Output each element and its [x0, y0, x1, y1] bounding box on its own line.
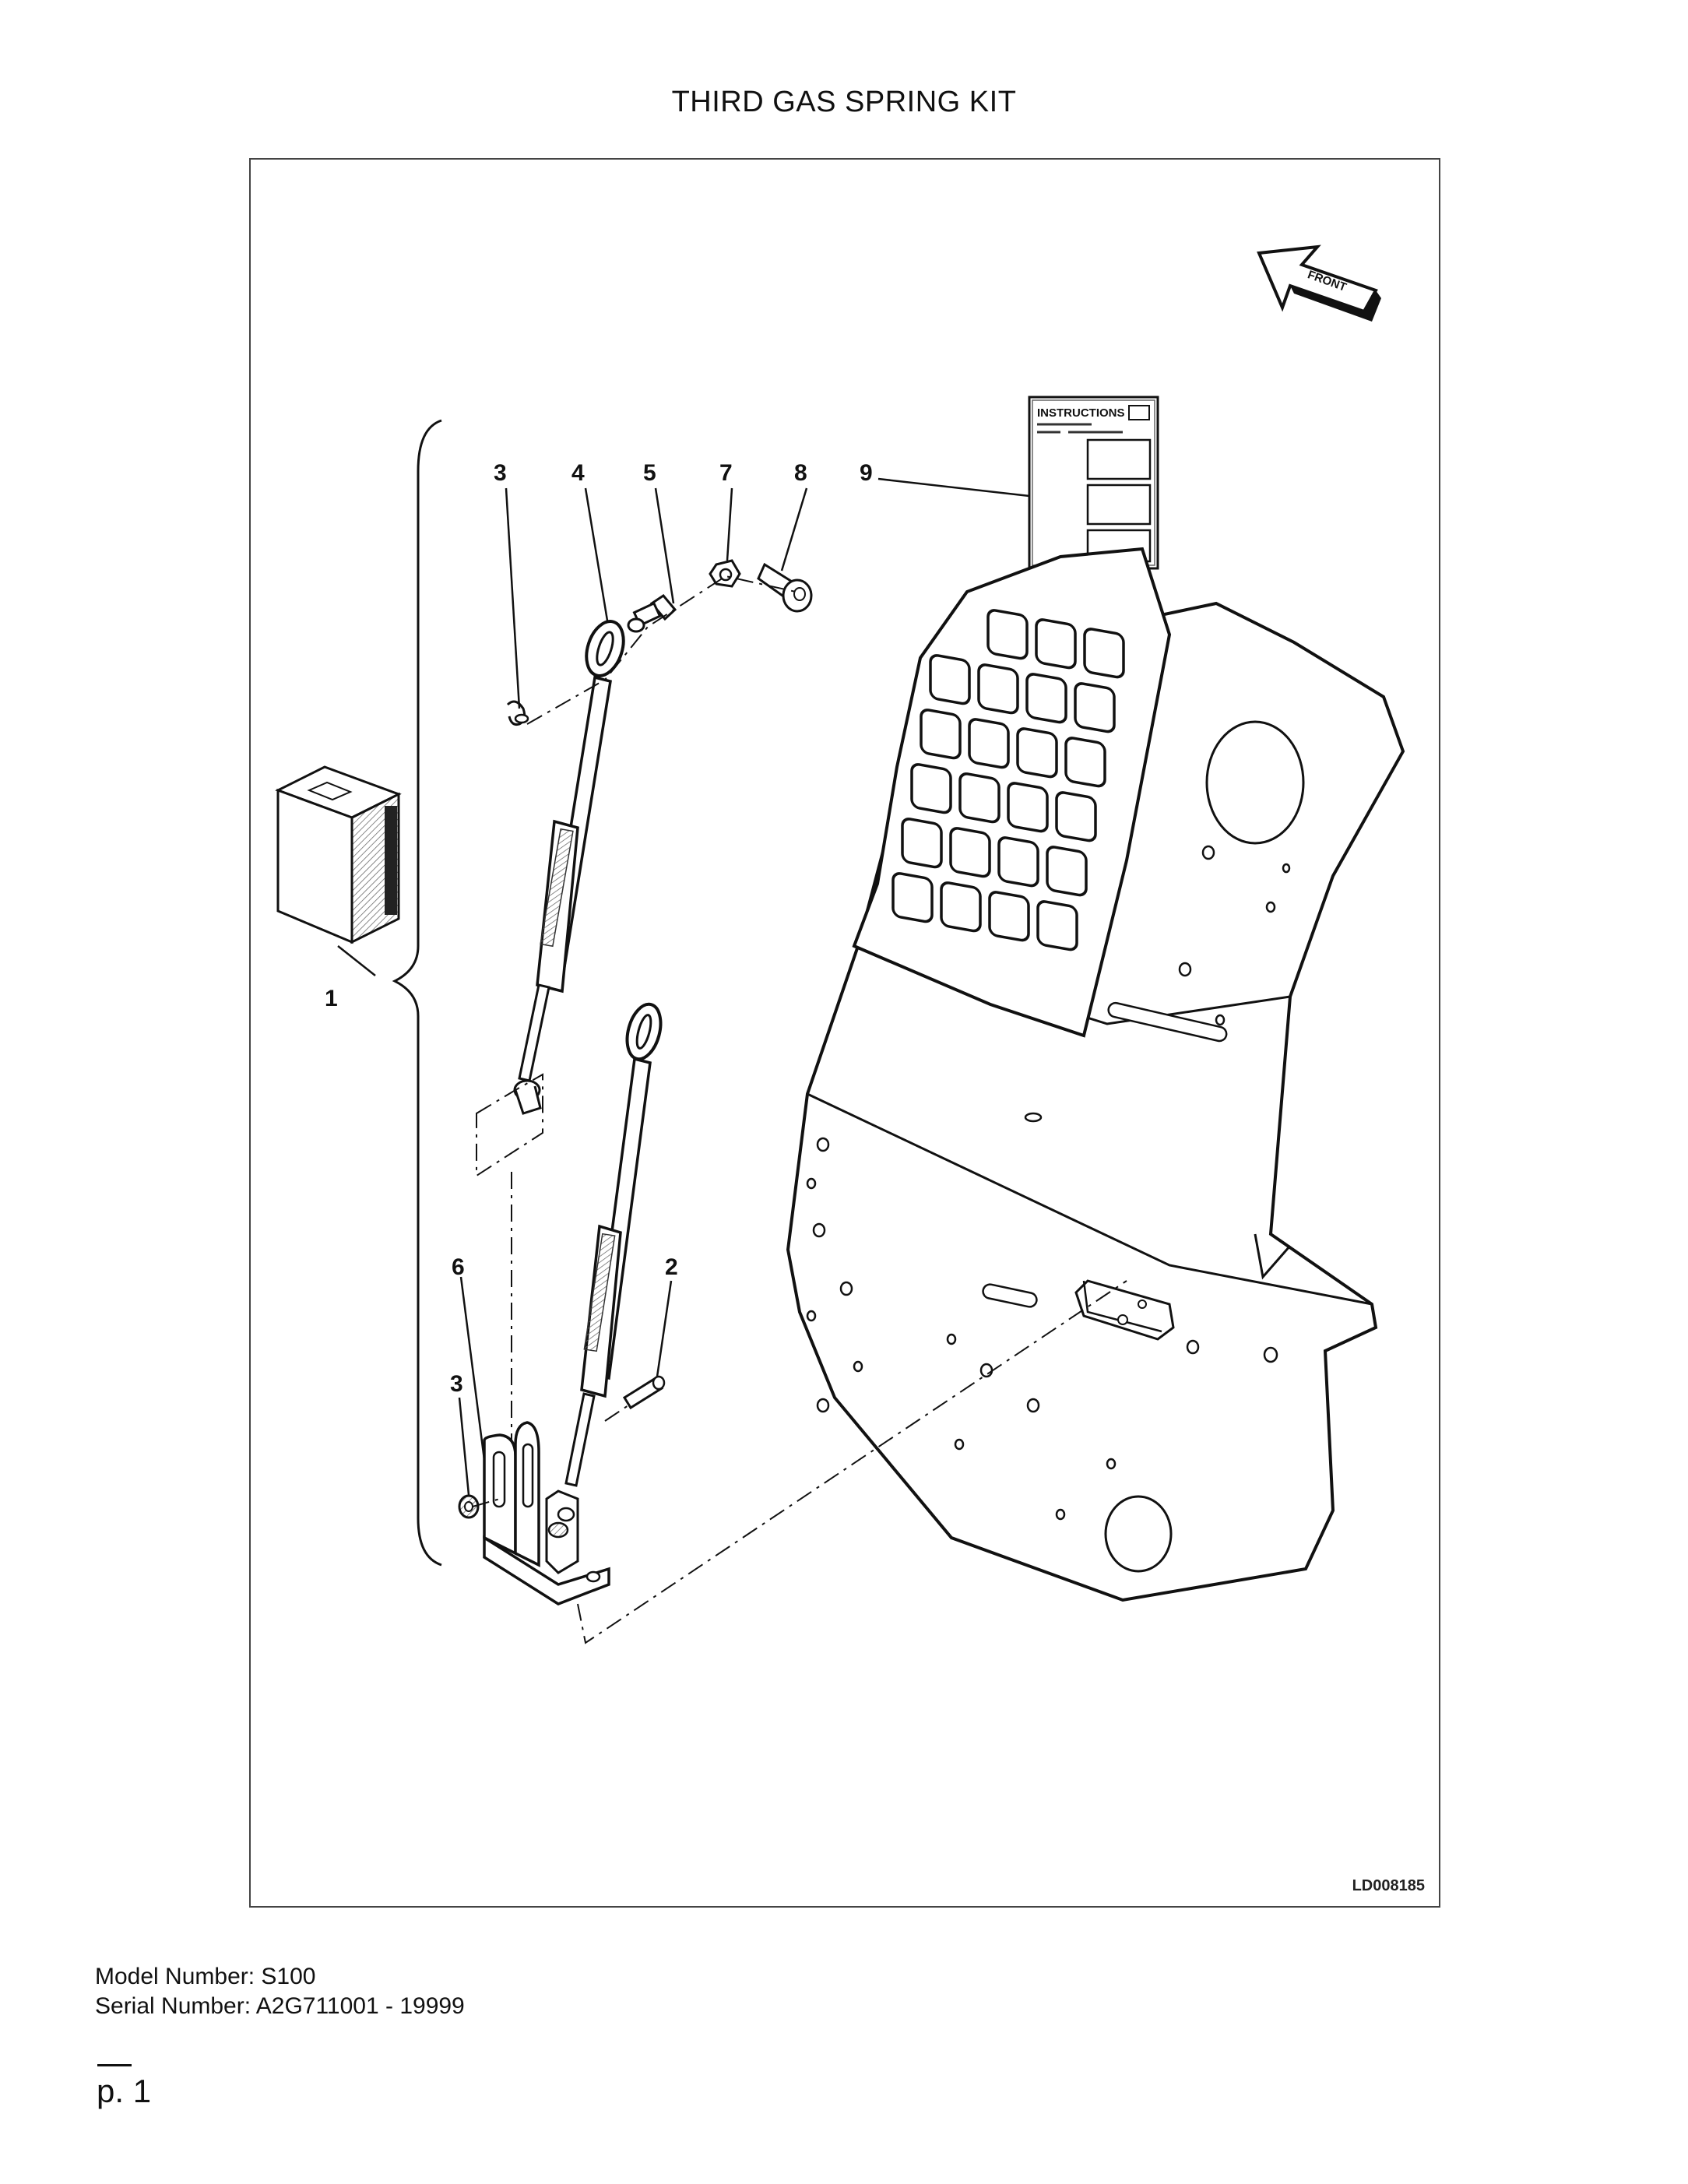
grille-cell: [1055, 791, 1097, 842]
gas-spring-upper: [513, 620, 625, 1115]
retaining-clip-lower: [458, 1494, 480, 1519]
model-number: Model Number: S100: [95, 1964, 316, 1989]
kit-brace: [392, 419, 442, 1567]
callout-4: 4: [571, 460, 585, 486]
leader-lines: [337, 477, 1030, 1496]
grille-cells: [891, 609, 1125, 951]
hardware-parts: 1 2 3 3 4 5 6 7 8 9: [325, 460, 1127, 1644]
grille-cell: [1083, 628, 1125, 679]
grille-cell: [977, 663, 1019, 715]
instructions-decal: INSTRUCTIONS: [1028, 396, 1159, 570]
grille-cell: [958, 772, 1000, 824]
parts-diagram: FRONT INSTRUCTIONS: [249, 158, 1440, 1908]
grille-cell: [1064, 737, 1106, 788]
callout-5: 5: [643, 460, 656, 486]
grille-cell: [891, 872, 934, 923]
mounting-bracket: [483, 1421, 610, 1605]
hex-nut: [709, 559, 741, 588]
grille-cell: [1025, 673, 1067, 724]
callout-6: 6: [452, 1254, 465, 1280]
grille-cell: [1007, 782, 1049, 833]
grille-cell: [901, 818, 943, 869]
grille-cell: [949, 827, 991, 878]
cap-screw: [757, 562, 813, 613]
callout-7: 7: [719, 460, 733, 486]
callout-2: 2: [665, 1254, 678, 1280]
page-number-rule: [97, 2064, 132, 2066]
gas-spring-lower: [564, 1002, 663, 1487]
grille-cell: [1046, 846, 1088, 897]
grille-cell: [1035, 618, 1077, 670]
callout-3-lower: 3: [450, 1371, 463, 1397]
grille-cell: [910, 763, 952, 814]
grille-cell: [997, 836, 1039, 888]
grille-cell: [920, 709, 962, 760]
pivot-pin: [622, 1375, 666, 1410]
model-info: Model Number: S100 Serial Number: A2G711…: [95, 1962, 465, 2021]
figure-id: LD008185: [1352, 1877, 1425, 1894]
retaining-clip-upper: [506, 700, 529, 726]
grille-cell: [968, 718, 1010, 769]
callout-3-upper: 3: [494, 460, 507, 486]
instructions-label: INSTRUCTIONS: [1037, 406, 1125, 420]
page-title: THIRD GAS SPRING KIT: [671, 86, 1017, 118]
grille-cell: [929, 654, 971, 705]
grille-cell: [1074, 682, 1116, 733]
grille-cell: [1036, 900, 1078, 951]
kit-box: [275, 765, 402, 944]
page-number: p. 1: [97, 2073, 152, 2109]
grille-cell: [940, 881, 982, 933]
assembly-lines: [472, 575, 1127, 1644]
serial-number: Serial Number: A2G711001 - 19999: [95, 1993, 465, 2019]
grille-cell: [986, 609, 1029, 660]
callout-1: 1: [325, 986, 338, 1011]
callout-9: 9: [860, 460, 873, 486]
ball-stud: [627, 594, 677, 633]
grille-cell: [1016, 727, 1058, 779]
grille-cell: [988, 891, 1030, 942]
callout-8: 8: [794, 460, 807, 486]
